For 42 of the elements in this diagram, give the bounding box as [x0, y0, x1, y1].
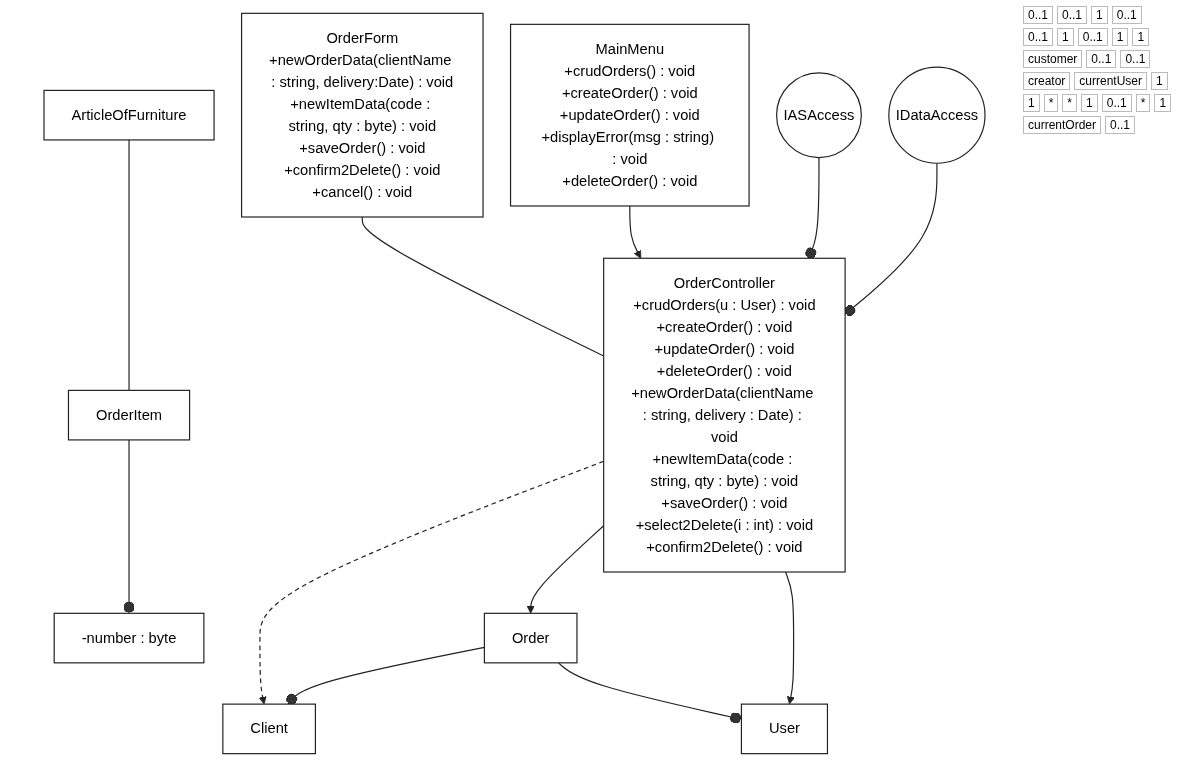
connector — [557, 662, 742, 724]
node-box: OrderItem — [67, 389, 191, 441]
multiplicity-label: 0..1 — [1120, 50, 1151, 68]
multiplicity-label: * — [1062, 94, 1078, 112]
connector — [128, 139, 130, 391]
node-box: User — [740, 703, 829, 755]
multiplicity-label: 1 — [1154, 94, 1172, 112]
arrow — [784, 571, 795, 705]
multiplicity-label: currentOrder — [1023, 116, 1102, 134]
connector — [286, 646, 485, 705]
node-box: OrderForm +newOrderData(clientName : string, delivery:Date) : void +newItemData(code : string, qty : byte) : void +saveOrder() : void +confirm2Delete() : void +cancel() : void — [241, 12, 484, 218]
multiplicity-label: 1 — [1132, 28, 1150, 46]
node-box: OrderController +crudOrders(u : User) : void +createOrder() : void +updateOrder() : void +deleteOrder() : void +newOrderData(clientName : string, delivery : Date) : void +newItemData(code : string, qty : byte) : void +saveOrder() : void +select2Delete(i : int) : void +confirm2Delete() : void — [603, 257, 846, 573]
multiplicity-label: 0..1 — [1023, 6, 1053, 24]
multiplicity-label: creator — [1023, 72, 1071, 90]
node-box: Client — [222, 703, 316, 755]
node-box: ArticleOfFurniture — [43, 89, 215, 141]
node-box: Order — [483, 612, 578, 664]
node-box: MainMenu +crudOrders() : void +createOrder() : void +updateOrder() : void +displayError(msg : string) : void +deleteOrder() : void — [509, 23, 750, 207]
multiplicity-label: 1 — [1151, 72, 1168, 90]
multiplicity-label: currentUser — [1074, 72, 1148, 90]
multiplicity-label: 0..1 — [1101, 94, 1132, 112]
arrow — [629, 205, 642, 259]
node-box: -number : byte — [53, 612, 205, 664]
multiplicity-label: * — [1043, 94, 1059, 112]
multiplicity-label: 1 — [1081, 94, 1098, 112]
multiplicity-label: * — [1135, 94, 1151, 112]
multiplicity-label: 1 — [1111, 28, 1129, 46]
multiplicity-label: 0..1 — [1077, 28, 1108, 46]
multiplicity-label: 1 — [1091, 6, 1108, 24]
multiplicity-label: 0..1 — [1086, 50, 1117, 68]
multiplicity-label: 0..1 — [1111, 6, 1142, 24]
multiplicity-label: 0..1 — [1057, 6, 1088, 24]
node-circle: IDataAccess — [888, 66, 986, 164]
multiplicity-label: 1 — [1023, 94, 1040, 112]
connector — [123, 439, 135, 614]
node-circle: IASAccess — [776, 72, 862, 159]
multiplicity-label: 0..1 — [1023, 28, 1053, 46]
connector — [805, 156, 820, 259]
multiplicity-label: 0..1 — [1105, 116, 1136, 134]
multiplicity-label: customer — [1023, 50, 1083, 68]
multiplicity-label: 1 — [1057, 28, 1074, 46]
